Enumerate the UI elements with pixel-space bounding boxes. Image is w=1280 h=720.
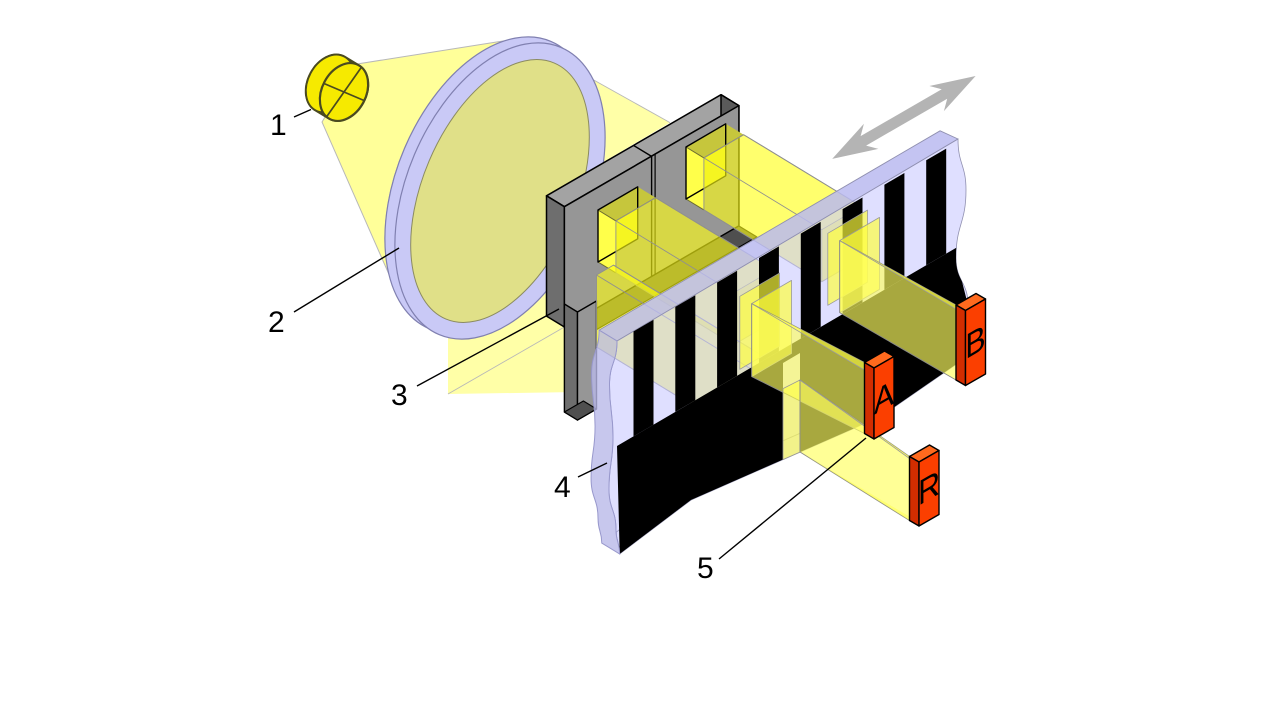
svg-text:R: R xyxy=(918,462,940,514)
svg-text:1: 1 xyxy=(270,109,287,142)
svg-text:B: B xyxy=(965,317,985,368)
svg-text:4: 4 xyxy=(554,471,571,504)
svg-text:2: 2 xyxy=(268,306,285,339)
svg-text:A: A xyxy=(874,372,895,423)
svg-text:3: 3 xyxy=(391,379,408,412)
svg-text:5: 5 xyxy=(697,552,714,585)
